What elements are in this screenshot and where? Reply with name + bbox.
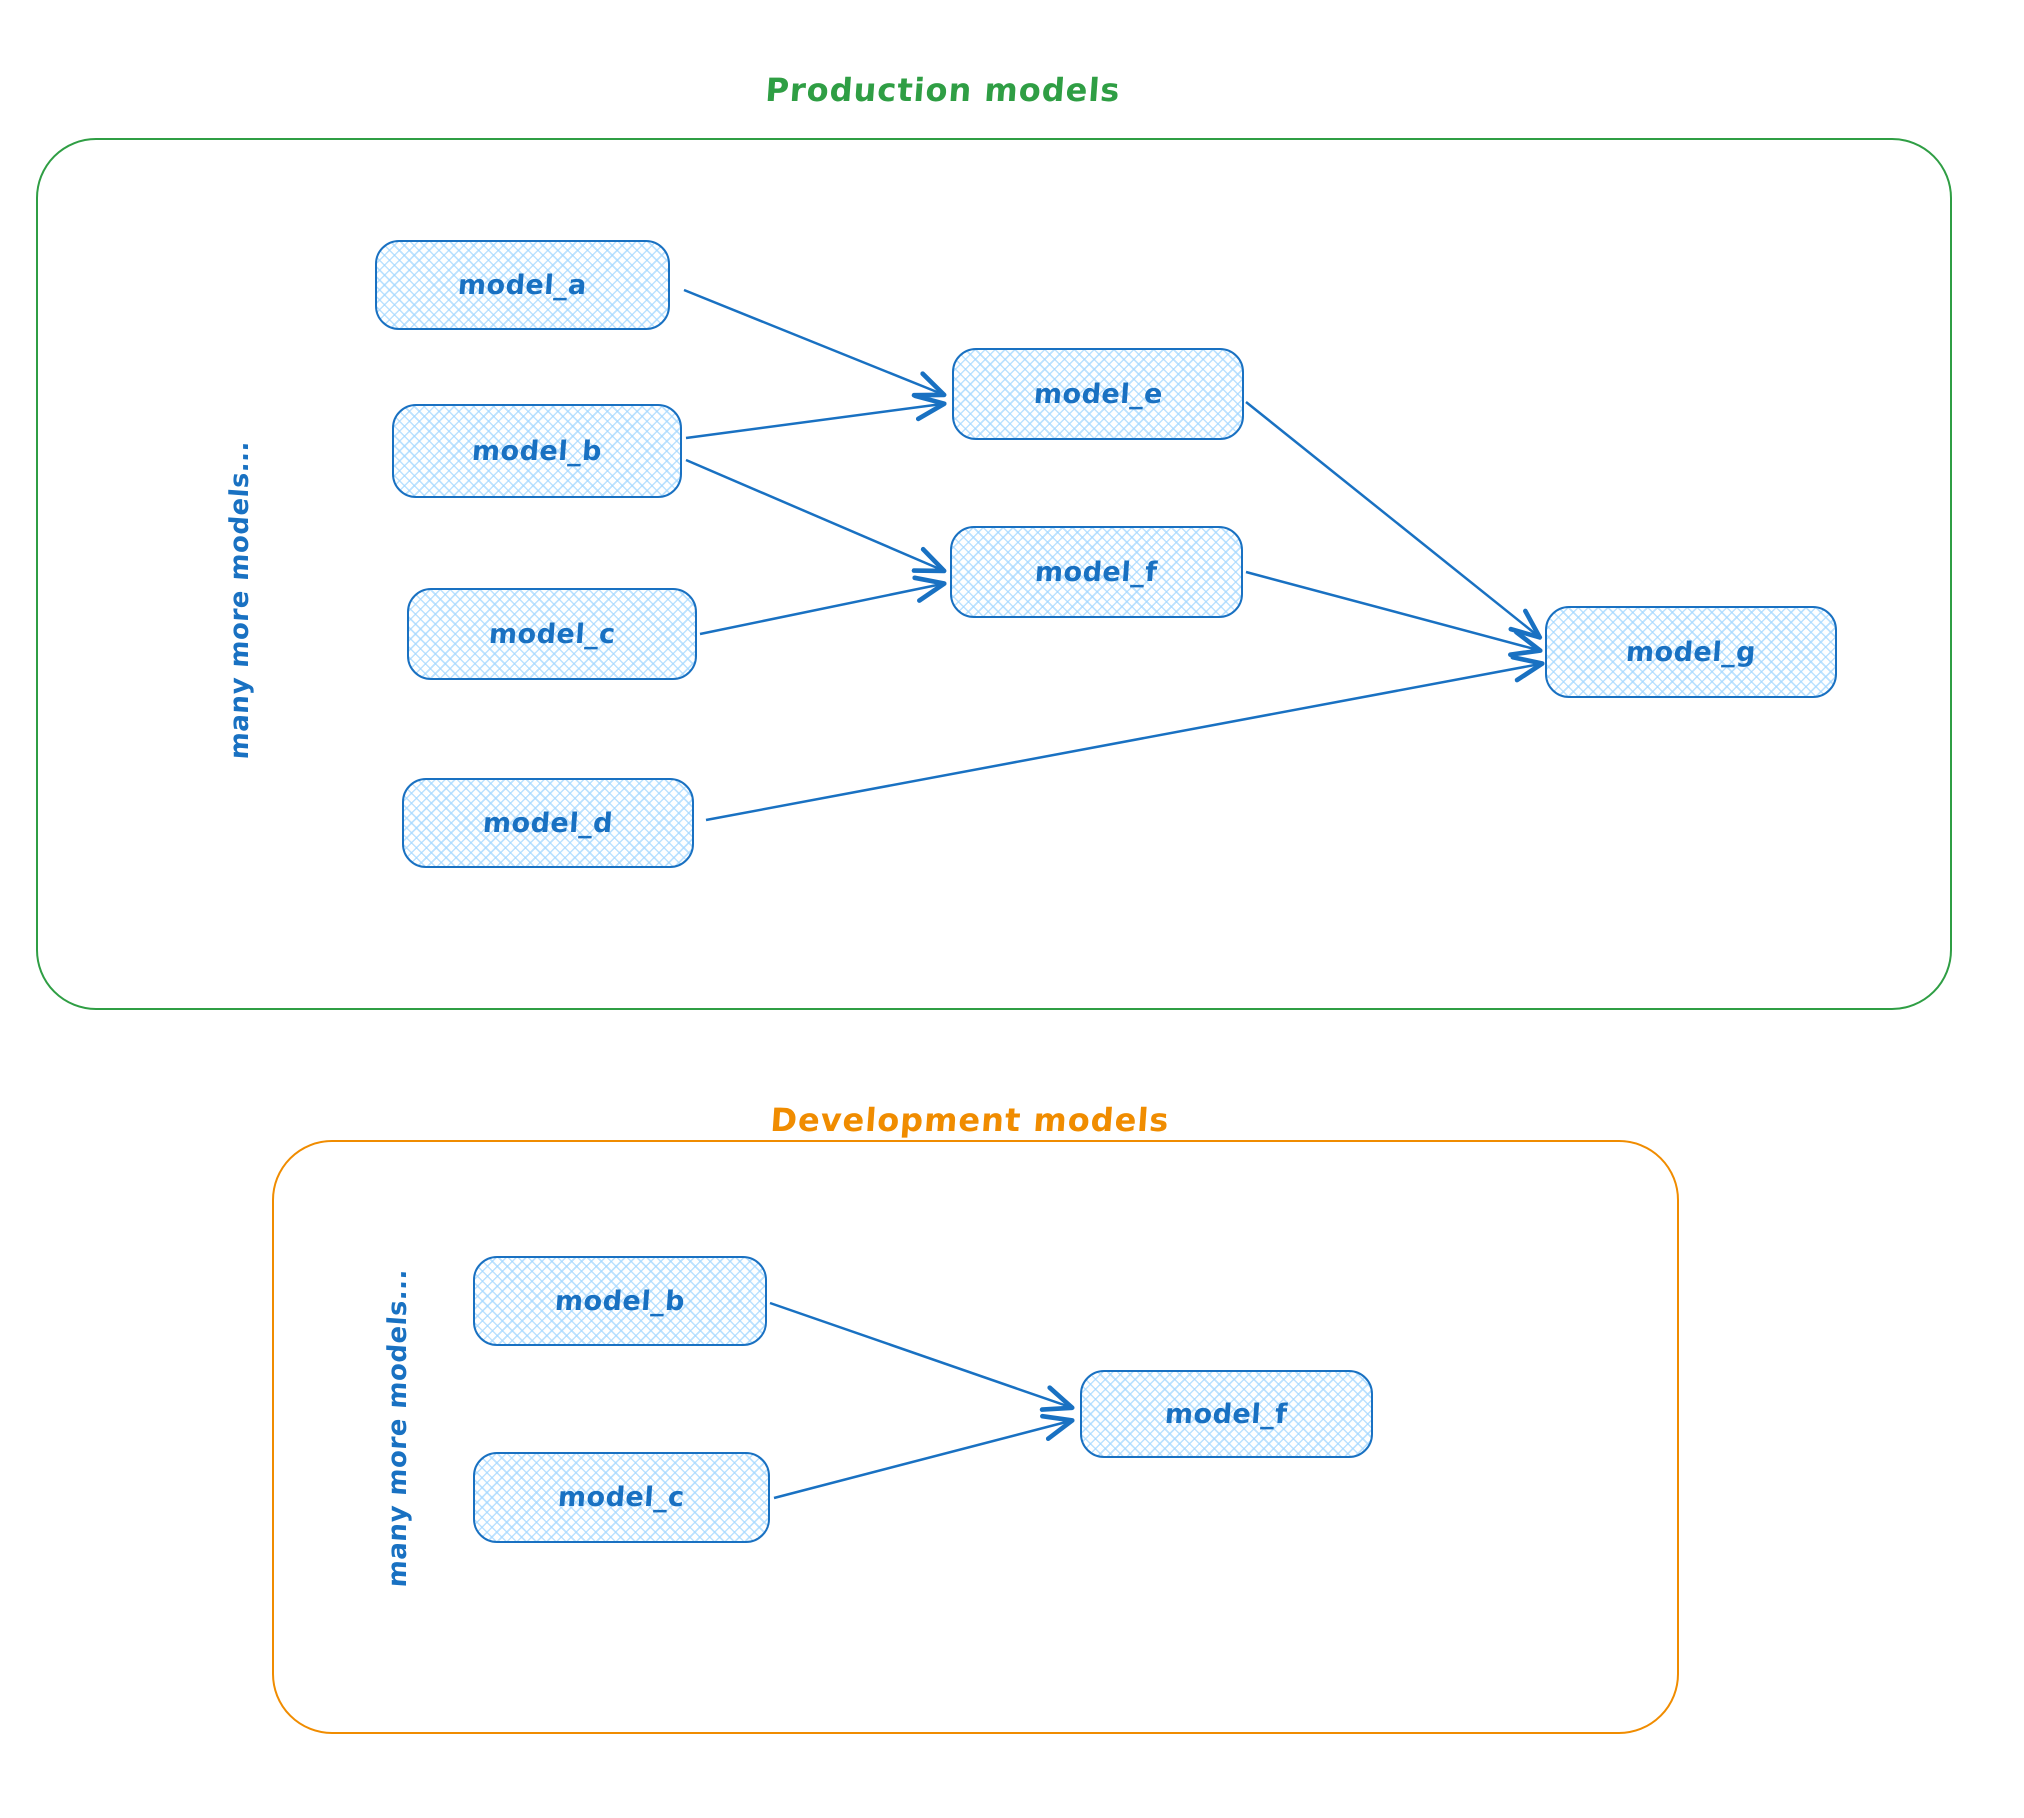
node-model_g: model_g (1545, 606, 1837, 698)
production-title: Production models (764, 71, 1122, 109)
edge-arrow-model_b-to-model_e (685, 393, 947, 440)
node-label-model_f: model_f (1034, 556, 1159, 588)
node-dev_model_b: model_b (473, 1256, 767, 1346)
development-side-label: many more models... (383, 1267, 413, 1589)
node-model_a: model_a (375, 240, 670, 330)
node-model_b: model_b (392, 404, 682, 498)
node-model_d: model_d (402, 778, 694, 868)
edge-arrow-dev_model_b-to-dev_model_f (769, 1301, 1075, 1412)
node-label-model_d: model_d (481, 807, 615, 839)
production-side-label: many more models... (225, 439, 255, 761)
node-label-model_a: model_a (457, 269, 588, 301)
node-label-dev_model_f: model_f (1164, 1398, 1289, 1430)
node-model_c: model_c (407, 588, 697, 680)
node-label-dev_model_b: model_b (553, 1285, 687, 1317)
edge-arrow-model_c-to-model_f (699, 575, 947, 636)
node-model_f: model_f (950, 526, 1243, 618)
edge-arrow-model_f-to-model_g (1245, 570, 1543, 657)
edge-arrow-model_e-to-model_g (1245, 401, 1543, 640)
development-frame (272, 1140, 1679, 1734)
node-model_e: model_e (952, 348, 1244, 440)
node-dev_model_c: model_c (473, 1452, 770, 1543)
node-label-dev_model_c: model_c (557, 1482, 686, 1513)
node-label-model_e: model_e (1032, 378, 1164, 410)
node-label-model_c: model_c (487, 618, 617, 650)
node-label-model_b: model_b (470, 435, 604, 467)
edge-arrow-dev_model_c-to-dev_model_f (773, 1413, 1075, 1500)
node-dev_model_f: model_f (1080, 1370, 1373, 1458)
production-frame (36, 138, 1952, 1010)
node-label-model_g: model_g (1624, 636, 1758, 668)
edge-arrow-model_b-to-model_f (685, 458, 947, 574)
edge-arrow-model_a-to-model_e (683, 288, 947, 398)
edge-arrow-model_d-to-model_g (705, 654, 1545, 822)
development-title: Development models (769, 1101, 1171, 1139)
